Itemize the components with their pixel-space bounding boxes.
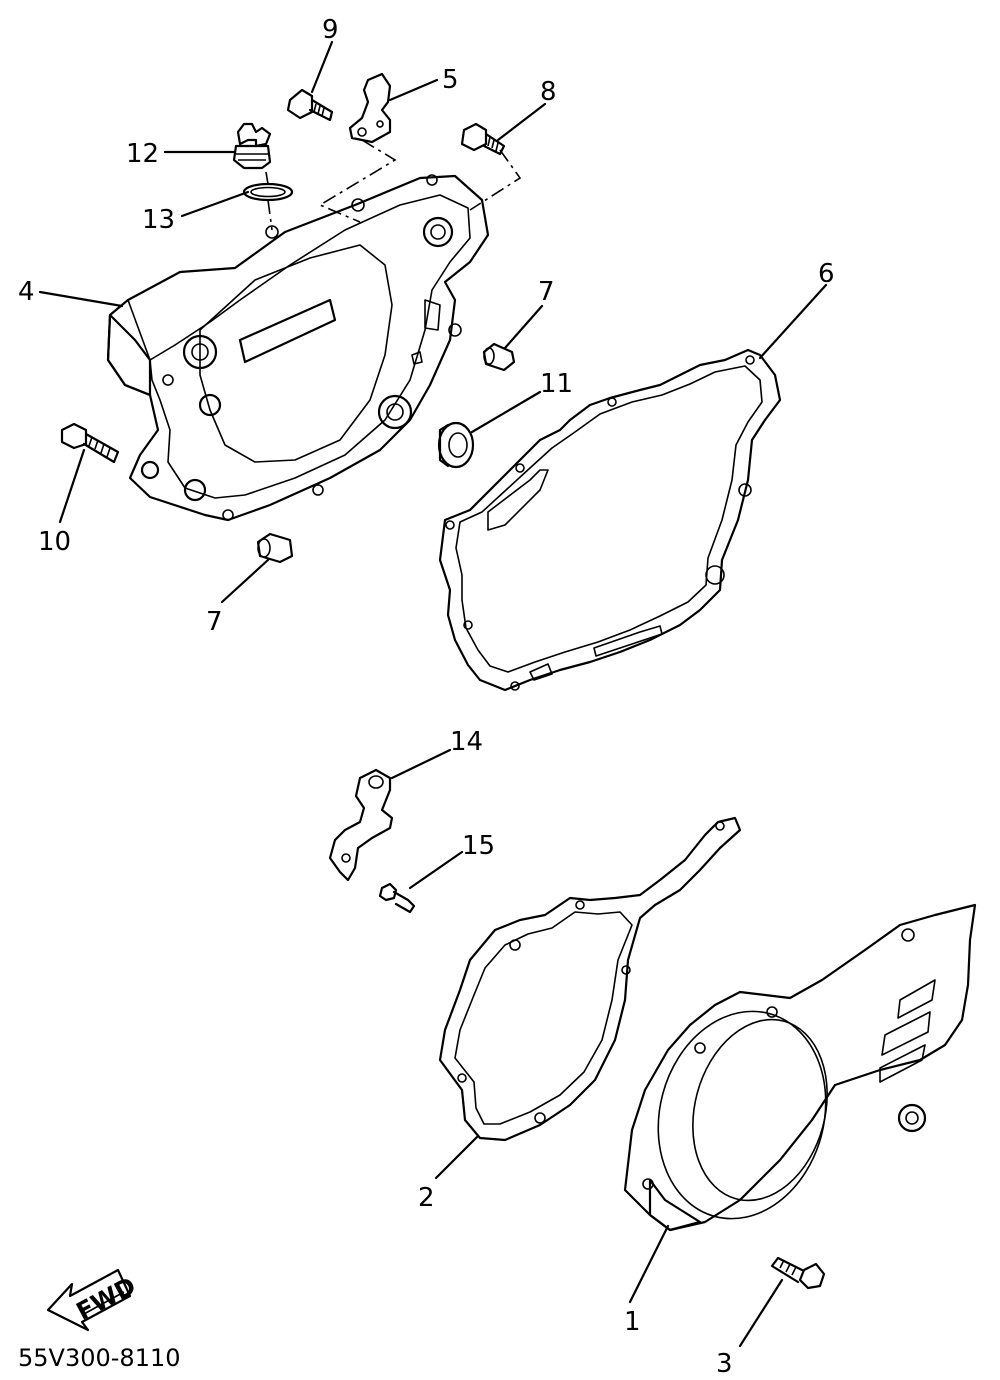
callout-4: 4	[18, 277, 35, 307]
part-6-gasket	[438, 348, 782, 692]
callout-1: 1	[624, 1307, 641, 1337]
part-13-o-ring	[242, 182, 294, 202]
fwd-arrow-icon: FWD	[46, 1268, 141, 1332]
callout-13: 13	[142, 205, 175, 235]
callout-9: 9	[322, 15, 339, 45]
assembly-lines	[265, 139, 522, 231]
callout-numbers: 9 5 8 12 13 4 7 6 11 10 7 14 15 2 1 3	[18, 15, 835, 1379]
callout-10: 10	[38, 527, 71, 557]
part-3-screw	[770, 1256, 826, 1290]
callout-15: 15	[462, 831, 495, 861]
callout-8: 8	[540, 77, 557, 107]
part-14-bracket	[328, 768, 394, 882]
leader-lines	[38, 40, 828, 1348]
callout-7-upper: 7	[538, 277, 555, 307]
diagram-code: 55V300-8110	[18, 1344, 181, 1372]
part-9-bolt	[286, 88, 334, 122]
callout-2: 2	[418, 1183, 435, 1213]
part-1-magneto-cover	[623, 903, 977, 1232]
callout-6: 6	[818, 259, 835, 289]
part-10-bolt	[60, 422, 120, 464]
callout-3: 3	[716, 1349, 733, 1379]
part-7-dowel-upper	[482, 342, 516, 372]
callout-7-lower: 7	[206, 607, 223, 637]
part-7-dowel-lower	[256, 532, 294, 564]
callout-11: 11	[540, 369, 573, 399]
part-15-screw	[378, 882, 416, 914]
callout-12: 12	[126, 139, 159, 169]
callout-14: 14	[450, 727, 483, 757]
part-12-oil-filler-cap	[232, 122, 272, 170]
part-5-bracket	[348, 72, 392, 144]
part-11-oil-seal	[437, 421, 475, 469]
part-2-gasket	[438, 816, 742, 1142]
callout-5: 5	[442, 65, 459, 95]
fwd-label: FWD	[72, 1272, 141, 1326]
part-4-crankcase-cover	[106, 174, 490, 522]
part-8-bolt	[460, 122, 506, 156]
